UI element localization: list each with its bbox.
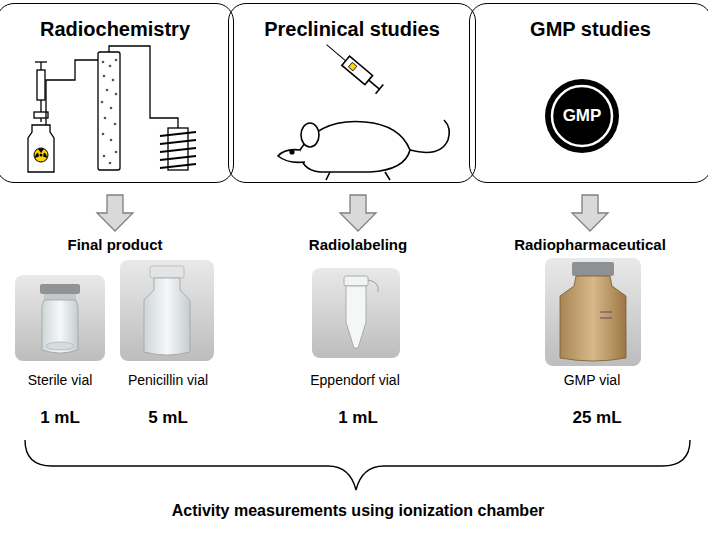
vial-name: Sterile vial xyxy=(28,372,93,388)
badge-text: GMP xyxy=(563,106,602,126)
stage-output: Final product xyxy=(68,236,163,253)
vial-name: GMP vial xyxy=(564,372,621,388)
stage-output: Radiolabeling xyxy=(309,236,407,253)
brace xyxy=(25,440,690,490)
stage-box: Preclinical studies xyxy=(228,3,476,183)
volume-label: 1 mL xyxy=(338,408,378,428)
eppendorf-vial-photo xyxy=(312,268,400,358)
stage-box: Radiochemistry xyxy=(0,3,234,183)
gmp-vial-photo xyxy=(545,258,641,366)
summary-label: Activity measurements using ionization c… xyxy=(172,502,545,520)
mouse-injection xyxy=(278,40,449,180)
stage-output: Radiopharmaceutical xyxy=(514,236,666,253)
block-arrow xyxy=(97,195,608,231)
gmp-badge: GMP xyxy=(544,78,620,154)
stage-title: GMP studies xyxy=(470,18,708,41)
radiochemistry-setup xyxy=(28,46,196,172)
volume-label: 25 mL xyxy=(572,408,621,428)
stage-title: Preclinical studies xyxy=(229,18,475,41)
vial-name: Penicillin vial xyxy=(128,372,208,388)
volume-label: 5 mL xyxy=(148,408,188,428)
vial-name: Eppendorf vial xyxy=(310,372,400,388)
stage-box: GMP studiesGMP xyxy=(469,3,708,183)
penicillin-vial-photo xyxy=(120,260,214,361)
stage-title: Radiochemistry xyxy=(0,18,233,41)
volume-label: 1 mL xyxy=(40,408,80,428)
sterile-vial-photo xyxy=(15,275,105,361)
